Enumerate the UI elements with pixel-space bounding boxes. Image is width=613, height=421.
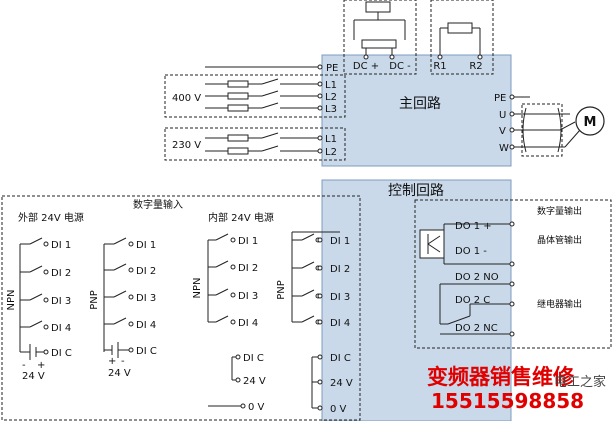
ext-pnp-di1: DI 1 bbox=[136, 240, 156, 251]
ext-npn-dic: DI C bbox=[51, 348, 72, 359]
int-0v-terminal: 0 V bbox=[248, 402, 265, 413]
ext-npn-di2: DI 2 bbox=[51, 268, 71, 279]
ext-pnp-plus: + bbox=[108, 356, 116, 367]
inv-di4: DI 4 bbox=[330, 318, 350, 329]
inv-di1: DI 1 bbox=[330, 236, 350, 247]
external-24v-label: 外部 24V 电源 bbox=[18, 211, 84, 224]
dc-link-box bbox=[343, 0, 417, 75]
int-npn-di3: DI 3 bbox=[238, 291, 258, 302]
brake-resistor-box bbox=[430, 0, 494, 75]
digital-output-label: 数字量输出 bbox=[537, 205, 582, 217]
inv-dic: DI C bbox=[330, 353, 351, 364]
input-230v-lines bbox=[205, 132, 323, 155]
external-pnp-label: PNP bbox=[89, 290, 100, 310]
digital-input-title: 数字量输入 bbox=[133, 198, 183, 211]
dc-plus-terminal: DC + bbox=[353, 61, 379, 72]
int-24v-terminal: 24 V bbox=[243, 376, 266, 387]
motor-label: M bbox=[584, 115, 597, 130]
do2-nc-terminal: DO 2 NC bbox=[455, 323, 498, 334]
watermark-logo: 电工之家 bbox=[554, 374, 606, 390]
transistor-output bbox=[419, 221, 515, 267]
pe-output-terminal: PE bbox=[494, 93, 506, 104]
motor-symbol bbox=[575, 106, 605, 136]
brake-resistor bbox=[447, 22, 473, 34]
inv-di3: DI 3 bbox=[330, 292, 350, 303]
l1-400v-terminal: L1 bbox=[325, 80, 337, 91]
input-230v-label: 230 V bbox=[172, 140, 201, 151]
int-npn-di1: DI 1 bbox=[238, 236, 258, 247]
main-circuit-title: 主回路 bbox=[399, 96, 441, 112]
w-output-terminal: W bbox=[499, 143, 509, 154]
input-400v-lines bbox=[205, 78, 323, 112]
watermark-text-2: 15515598858 bbox=[431, 389, 584, 413]
relay-output-label: 继电器输出 bbox=[537, 298, 582, 310]
u-output-terminal: U bbox=[499, 110, 506, 121]
inv-24v: 24 V bbox=[330, 378, 353, 389]
inv-di2: DI 2 bbox=[330, 264, 350, 275]
pe-input-terminal: PE bbox=[326, 63, 338, 74]
dc-minus-terminal: DC - bbox=[389, 61, 411, 72]
watermark-text-1: 变频器销售维修 bbox=[427, 365, 575, 389]
ext-npn-plus: + bbox=[37, 360, 45, 371]
digital-input-box bbox=[1, 195, 361, 421]
ext-pnp-di2: DI 2 bbox=[136, 266, 156, 277]
inverter-di-terminals bbox=[311, 237, 323, 411]
do2-no-terminal: DO 2 NO bbox=[455, 272, 499, 283]
ext-npn-24v: 24 V bbox=[22, 371, 45, 382]
internal-pnp-label: PNP bbox=[276, 280, 287, 300]
do1-minus-terminal: DO 1 - bbox=[455, 246, 487, 257]
input-230v-box bbox=[164, 127, 346, 161]
relay-output bbox=[439, 281, 515, 337]
external-npn-label: NPN bbox=[6, 290, 17, 311]
l2-400v-terminal: L2 bbox=[325, 92, 337, 103]
digital-output-box bbox=[414, 199, 612, 349]
internal-npn-group bbox=[207, 233, 246, 409]
ext-npn-di3: DI 3 bbox=[51, 296, 71, 307]
do1-plus-terminal: DO 1 + bbox=[455, 221, 492, 232]
l1-230v-terminal: L1 bbox=[325, 134, 337, 145]
v-output-terminal: V bbox=[499, 126, 506, 137]
l2-230v-terminal: L2 bbox=[325, 147, 337, 158]
ext-npn-di4: DI 4 bbox=[51, 323, 71, 334]
dc-component bbox=[365, 1, 391, 13]
ext-pnp-dic: DI C bbox=[136, 346, 157, 357]
l3-400v-terminal: L3 bbox=[325, 104, 337, 115]
ext-pnp-di4: DI 4 bbox=[136, 320, 156, 331]
ext-pnp-minus: - bbox=[121, 356, 125, 367]
ext-pnp-24v: 24 V bbox=[108, 368, 131, 379]
input-400v-box bbox=[164, 74, 346, 118]
r1-terminal: R1 bbox=[433, 61, 446, 72]
internal-npn-label: NPN bbox=[192, 278, 203, 299]
inv-0v: 0 V bbox=[330, 404, 347, 415]
control-circuit-block bbox=[321, 179, 512, 421]
ext-npn-di1: DI 1 bbox=[51, 240, 71, 251]
control-circuit-title: 控制回路 bbox=[388, 183, 444, 199]
int-npn-di2: DI 2 bbox=[238, 263, 258, 274]
transistor-output-label: 晶体管输出 bbox=[537, 234, 582, 246]
int-npn-di4: DI 4 bbox=[238, 318, 258, 329]
ext-pnp-di3: DI 3 bbox=[136, 293, 156, 304]
ext-npn-minus: - bbox=[22, 360, 26, 371]
external-npn-group bbox=[19, 237, 49, 360]
do2-c-terminal: DO 2 C bbox=[455, 295, 490, 306]
r2-terminal: R2 bbox=[469, 61, 482, 72]
external-pnp-group bbox=[103, 237, 134, 358]
motor-wiring bbox=[509, 94, 581, 157]
int-dic-terminal: DI C bbox=[243, 353, 264, 364]
input-400v-label: 400 V bbox=[172, 93, 201, 104]
internal-24v-label: 内部 24V 电源 bbox=[208, 211, 274, 224]
